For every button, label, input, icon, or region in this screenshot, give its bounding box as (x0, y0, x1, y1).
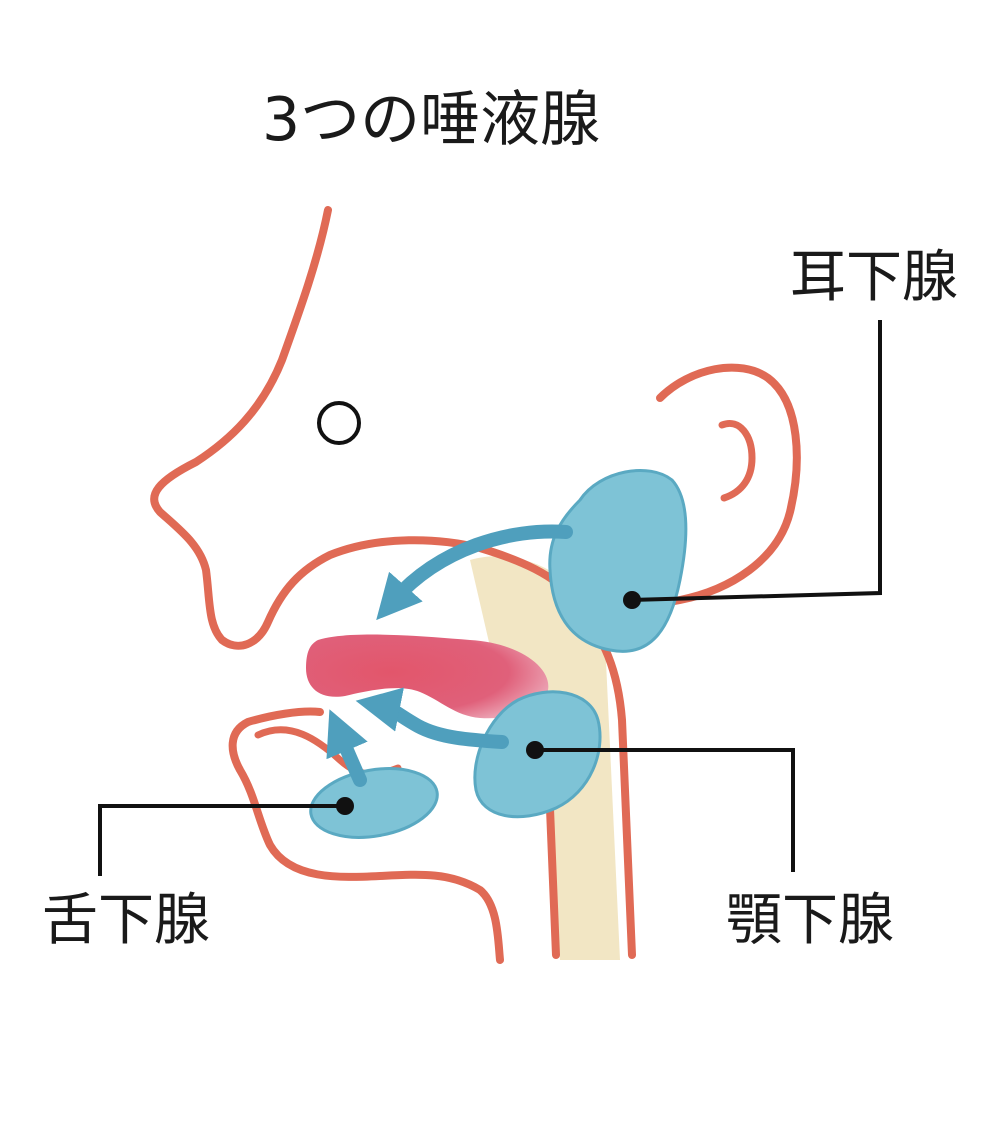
submandibular-gland-label: 顎下腺 (726, 888, 894, 953)
mouth-floor-outline (254, 726, 402, 778)
eye-icon (317, 401, 361, 445)
parotid-leader-line (631, 320, 882, 602)
tongue-shape (306, 634, 549, 719)
parotid-gland-label: 耳下腺 (790, 245, 958, 310)
parotid-arrow (376, 524, 573, 621)
chin-jaw-outline (228, 707, 504, 964)
sublingual-leader-line (98, 804, 345, 876)
submandibular-leader-line (535, 748, 795, 872)
parotid-gland (548, 468, 688, 653)
sublingual-gland (309, 767, 439, 839)
sublingual-leader-dot (336, 797, 354, 815)
parotid-leader-dot (623, 591, 641, 609)
submandibular-arrow (355, 687, 509, 749)
sublingual-arrow (326, 709, 368, 787)
sublingual-gland-label: 舌下腺 (42, 888, 210, 953)
face-profile-outline (150, 206, 579, 650)
ear-inner-outline (718, 420, 756, 502)
submandibular-leader-dot (526, 741, 544, 759)
diagram-title: 3つの唾液腺 (262, 85, 601, 155)
